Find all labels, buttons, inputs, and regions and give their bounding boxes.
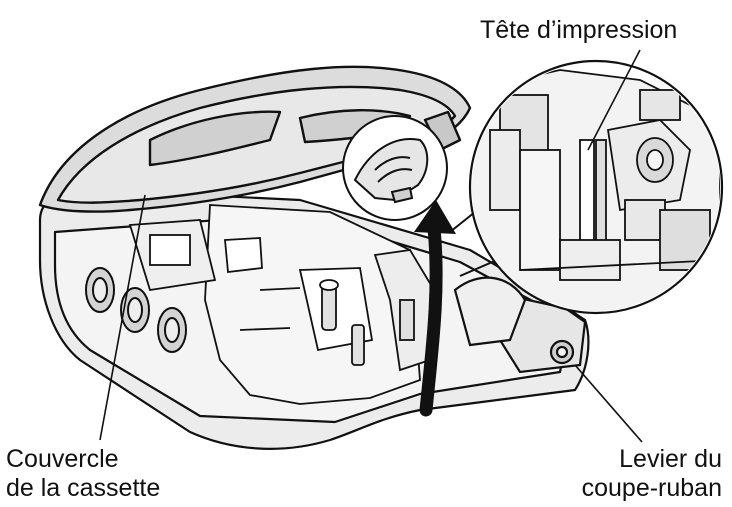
cassette-cover-lid	[38, 65, 472, 213]
curved-up-arrow-icon	[414, 200, 456, 417]
cassette-cover-text-line1: Couvercle	[6, 445, 119, 473]
cutter-lever-text-line1: Levier du	[619, 445, 722, 473]
cutter-lever-leader	[574, 364, 643, 443]
side-buttons	[85, 267, 187, 353]
print-head-leader	[587, 49, 641, 151]
cutter-lever-label: Levier du coupe-ruban	[582, 445, 722, 503]
callout-leaders	[99, 49, 643, 443]
cutter-lever-housing	[453, 276, 587, 374]
cassette-cover-leader	[99, 194, 146, 441]
print-head-text: Tête d’impression	[480, 16, 678, 44]
cassette-cover-text-line2: de la cassette	[6, 474, 161, 502]
cassette-compartment	[128, 204, 441, 405]
latch-detail-icon	[342, 115, 448, 221]
print-head-magnifier	[449, 59, 724, 315]
cutter-lever-text-line2: coupe-ruban	[581, 474, 722, 502]
print-head-label: Tête d’impression	[480, 16, 677, 45]
cassette-cover-label: Couvercle de la cassette	[6, 445, 160, 503]
